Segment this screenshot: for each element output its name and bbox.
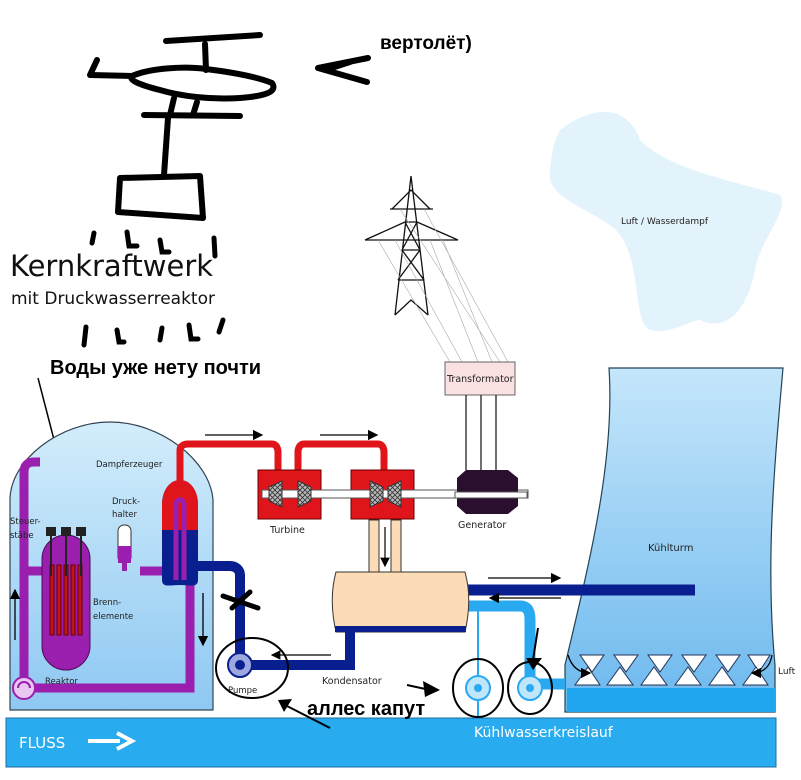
cooling-tower-fill: [574, 654, 771, 686]
control-rods-label-1: Steuer-: [10, 517, 41, 527]
transformer-box: [444, 361, 516, 396]
page-subtitle: mit Druckwasserreaktor: [11, 289, 215, 309]
power-lines: [377, 208, 509, 363]
water-low-annotation: Воды уже нету почти: [50, 357, 261, 379]
steam-cloud: [549, 111, 783, 332]
cooling-tower-basin: [567, 688, 775, 712]
condenser-label: Kondensator: [322, 676, 382, 687]
broken-annotation: аллес капут: [307, 698, 425, 720]
helicopter-doodle: [87, 32, 371, 221]
cooling-circuit-label: Kühlwasserkreislauf: [474, 725, 614, 741]
river: [5, 717, 777, 768]
cooling-tower-label: Kühlturm: [648, 543, 693, 554]
helicopter-annotation: вертолёт): [380, 33, 472, 54]
page-title: Kernkraftwerk: [10, 249, 213, 283]
reactor-label: Reaktor: [45, 677, 78, 687]
fuel-elements-label-1: Brenn-: [93, 598, 121, 608]
turbine-label: Turbine: [269, 525, 305, 536]
pressurizer-label-1: Druck-: [112, 497, 140, 507]
pump-label: Pumpe: [228, 686, 257, 696]
river-label: FLUSS: [19, 734, 65, 752]
air-inflow-arrow-left: [567, 654, 592, 679]
condenser: [331, 571, 470, 633]
air-label: Luft: [778, 667, 796, 677]
reactor-coolant-pump: [12, 676, 36, 700]
steam-pipe: [294, 440, 388, 470]
transformer-wires: [465, 395, 497, 470]
control-rods-label-2: stäbe: [10, 531, 34, 541]
river-flow-arrowhead: [116, 731, 137, 751]
air-inflow-arrow-right: [750, 654, 773, 679]
feedwater-pipe: [180, 561, 355, 670]
steam-cloud-label: Luft / Wasserdampf: [621, 217, 709, 227]
generator-label: Generator: [458, 520, 506, 531]
fuel-elements-label-2: elemente: [93, 612, 133, 622]
transformer-label: Transformator: [446, 374, 514, 385]
pressurizer-label-2: halter: [112, 510, 138, 520]
dash-marks: [81, 229, 226, 348]
control-rods: [46, 527, 86, 576]
steam-generator-label: Dampferzeuger: [96, 460, 163, 470]
steam-pipe: [176, 440, 282, 482]
